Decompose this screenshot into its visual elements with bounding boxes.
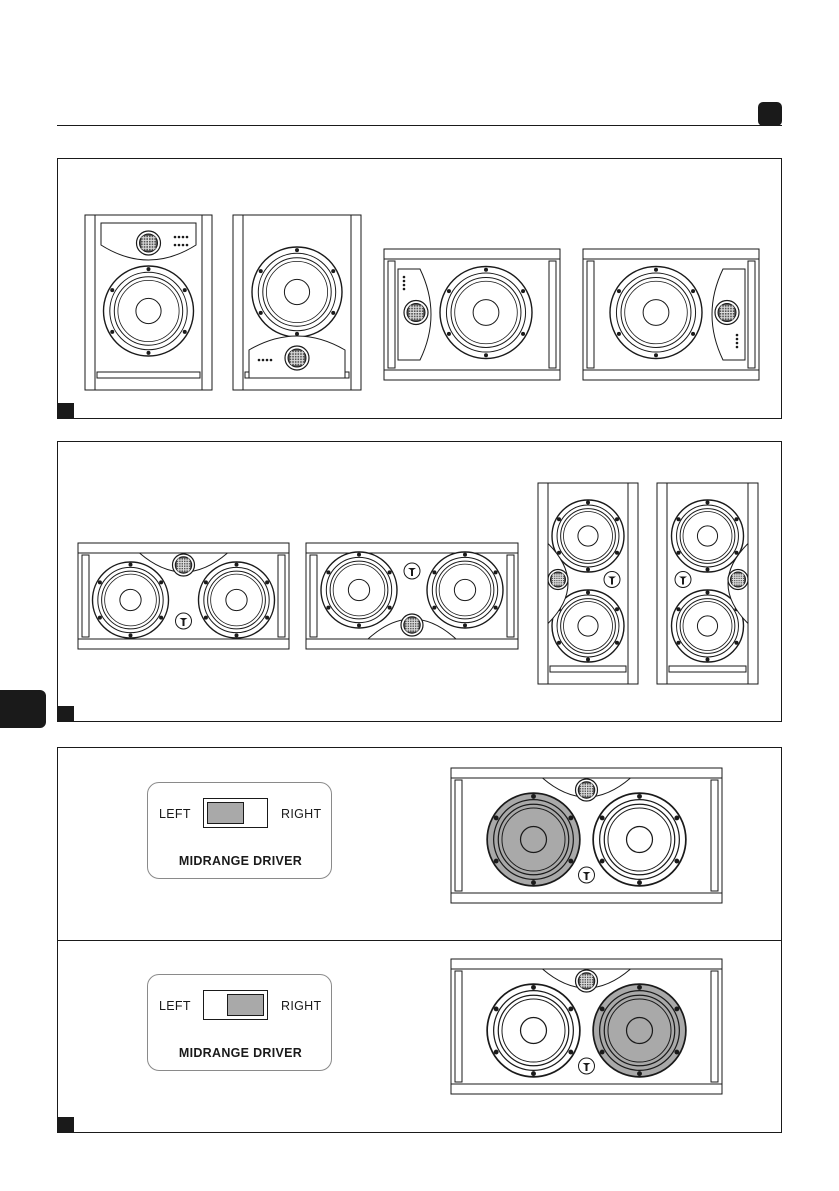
brand-logo-mark [675,572,691,588]
switch-title: MIDRANGE DRIVER [148,854,333,868]
midrange-selection-views [451,768,722,1094]
center-speaker-views [78,483,758,684]
brand-logo-mark [579,867,595,883]
woofer-driver [252,247,342,337]
brand-logo-mark [604,572,620,588]
center-horizontal-tweeter-top [78,543,289,649]
brand-logo-mark [579,1058,595,1074]
monitor-vertical-inverted [233,215,361,390]
woofer-driver-highlighted [593,984,686,1077]
woofer-driver [610,267,702,359]
woofer-driver [321,552,397,628]
woofer-driver [427,552,503,628]
center-vertical-tweeter-left [538,483,638,684]
woofer-driver [440,267,532,359]
switch-left-label: LEFT [159,807,191,821]
center-midrange-right-active [451,959,722,1094]
midrange-switch-card-bottom: LEFT RIGHT MIDRANGE DRIVER [147,974,332,1071]
midrange-switch-knob[interactable] [207,802,244,824]
tweeter-driver [173,554,195,576]
orientation-views [85,215,759,390]
midrange-switch-track[interactable] [203,990,268,1020]
center-horizontal-tweeter-bottom [306,543,518,649]
tweeter-driver [401,614,423,636]
woofer-driver [93,562,169,638]
brand-logo-mark [404,563,420,579]
tweeter-driver [548,570,568,590]
switch-right-label: RIGHT [281,807,321,821]
woofer-driver [487,984,580,1077]
tweeter-driver [137,231,161,255]
switch-left-label: LEFT [159,999,191,1013]
woofer-driver [552,500,624,572]
woofer-driver [104,266,194,356]
tweeter-driver [715,301,739,325]
tweeter-driver [728,570,748,590]
monitor-vertical-upright [85,215,212,390]
midrange-switch-track[interactable] [203,798,268,828]
midrange-switch-card-top: LEFT RIGHT MIDRANGE DRIVER [147,782,332,879]
woofer-driver-highlighted [487,793,580,886]
brand-logo-mark [176,613,192,629]
woofer-driver [199,562,275,638]
switch-right-label: RIGHT [281,999,321,1013]
tweeter-driver [404,301,428,325]
woofer-driver [672,500,744,572]
midrange-switch-knob[interactable] [227,994,264,1016]
tweeter-driver [576,970,598,992]
tweeter-driver [576,779,598,801]
center-vertical-tweeter-right [657,483,758,684]
monitor-horizontal-tweeter-right [583,249,759,380]
monitor-horizontal-tweeter-left [384,249,560,380]
woofer-driver [593,793,686,886]
switch-title: MIDRANGE DRIVER [148,1046,333,1060]
center-midrange-left-active [451,768,722,903]
tweeter-driver [285,346,309,370]
